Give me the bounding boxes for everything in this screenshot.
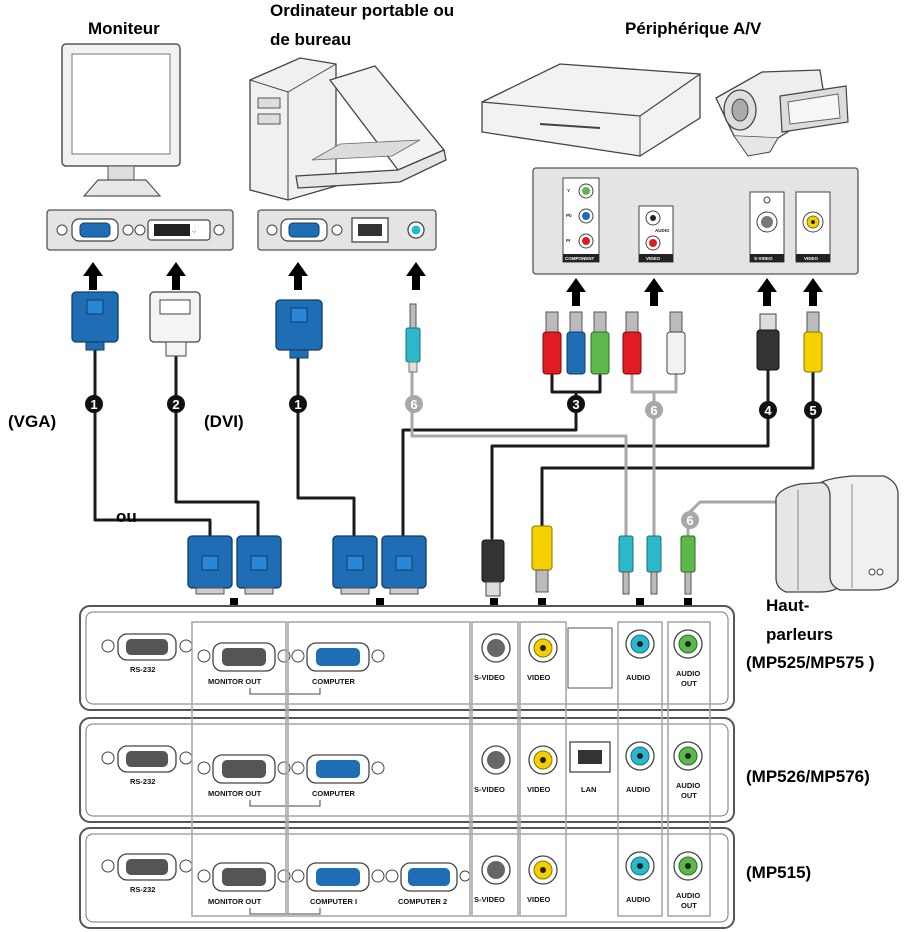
p3-computer-2: COMPUTER 2: [398, 897, 447, 906]
speakers-illustration: [775, 475, 899, 593]
monitor-header: Moniteur: [88, 19, 160, 38]
av-device-header: Périphérique A/V: [625, 19, 762, 38]
projector-panel-1: RS-232 MONITOR OUT COMPUTER S-VIDEO VIDE…: [79, 605, 735, 711]
p3-video: VIDEO: [527, 895, 551, 904]
speakers-label-line1: Haut-: [766, 596, 809, 615]
p3-audio: AUDIO: [626, 895, 650, 904]
av-video-label-1: VIDEO: [646, 256, 661, 261]
p1-monitor-out: MONITOR OUT: [208, 677, 262, 686]
cables: [93, 346, 815, 540]
projector-panel-2: RS-232 MONITOR OUT COMPUTER S-VIDEO VIDE…: [79, 717, 735, 823]
p3-audio-out-2: OUT: [681, 901, 697, 910]
callout-2: 2: [172, 397, 179, 412]
model-label-3: (MP515): [746, 863, 811, 882]
p1-computer: COMPUTER: [312, 677, 356, 686]
camcorder-illustration: [715, 69, 849, 157]
dvd-player-illustration: [481, 63, 701, 157]
p2-video: VIDEO: [527, 785, 551, 794]
p1-video: VIDEO: [527, 673, 551, 682]
p3-rs232: RS-232: [130, 885, 155, 894]
computer-header-line1: Ordinateur portable ou: [270, 1, 454, 20]
p1-rs232: RS-232: [130, 665, 155, 674]
av-panel: Y Pb Pr COMPONENT AUDIO VIDEO S-VIDEO VI…: [532, 167, 859, 275]
svg-text:·:·: ·:·: [192, 229, 197, 234]
p3-s-video: S-VIDEO: [474, 895, 505, 904]
source-arrows: [83, 262, 823, 306]
p1-audio-out-2: OUT: [681, 679, 697, 688]
p1-audio-out-1: AUDIO: [676, 669, 700, 678]
callout-5: 5: [809, 403, 816, 418]
callout-6b: 6: [650, 403, 657, 418]
callouts: 1 2 1 6 3 6 4 5 6: [85, 395, 822, 529]
av-pb-label: Pb: [566, 213, 572, 218]
projector-panel-3: RS-232 MONITOR OUT COMPUTER I COMPUTER 2…: [79, 827, 735, 929]
p2-monitor-out: MONITOR OUT: [208, 789, 262, 798]
callout-3: 3: [572, 397, 579, 412]
callout-1b: 1: [294, 397, 301, 412]
av-video-label-2: VIDEO: [804, 256, 819, 261]
p2-audio: AUDIO: [626, 785, 650, 794]
p2-audio-out-1: AUDIO: [676, 781, 700, 790]
p2-s-video: S-VIDEO: [474, 785, 505, 794]
monitor-panel: ·:·: [46, 209, 234, 251]
computer-panel: [257, 209, 437, 251]
p1-s-video: S-VIDEO: [474, 673, 505, 682]
computer-header-line2: de bureau: [270, 30, 351, 49]
port-group-frames: [191, 621, 711, 917]
computer-illustration: [249, 57, 447, 201]
p2-computer: COMPUTER: [312, 789, 356, 798]
callout-1a: 1: [90, 397, 97, 412]
model-label-1: (MP525/MP575 ): [746, 653, 875, 672]
p1-audio: AUDIO: [626, 673, 650, 682]
callout-4: 4: [764, 403, 772, 418]
av-pr-label: Pr: [566, 238, 571, 243]
monitor-illustration: [61, 43, 181, 197]
av-y-label: Y: [567, 188, 570, 193]
p3-audio-out-1: AUDIO: [676, 891, 700, 900]
dvi-label: (DVI): [204, 412, 244, 431]
p2-lan: LAN: [581, 785, 596, 794]
vga-label: (VGA): [8, 412, 56, 431]
speakers-label-line2: parleurs: [766, 625, 833, 644]
p3-computer-1: COMPUTER I: [310, 897, 357, 906]
callout-6a: 6: [410, 397, 417, 412]
model-label-2: (MP526/MP576): [746, 767, 870, 786]
source-plugs: [71, 291, 823, 375]
p2-audio-out-2: OUT: [681, 791, 697, 800]
av-audio-label: AUDIO: [655, 228, 670, 233]
av-svideo-label: S-VIDEO: [754, 256, 773, 261]
p3-monitor-out: MONITOR OUT: [208, 897, 262, 906]
projector-plugs: [187, 525, 696, 597]
p2-rs232: RS-232: [130, 777, 155, 786]
av-component-label: COMPONENT: [565, 256, 595, 261]
or-label: ou: [116, 507, 137, 526]
callout-6c: 6: [686, 513, 693, 528]
